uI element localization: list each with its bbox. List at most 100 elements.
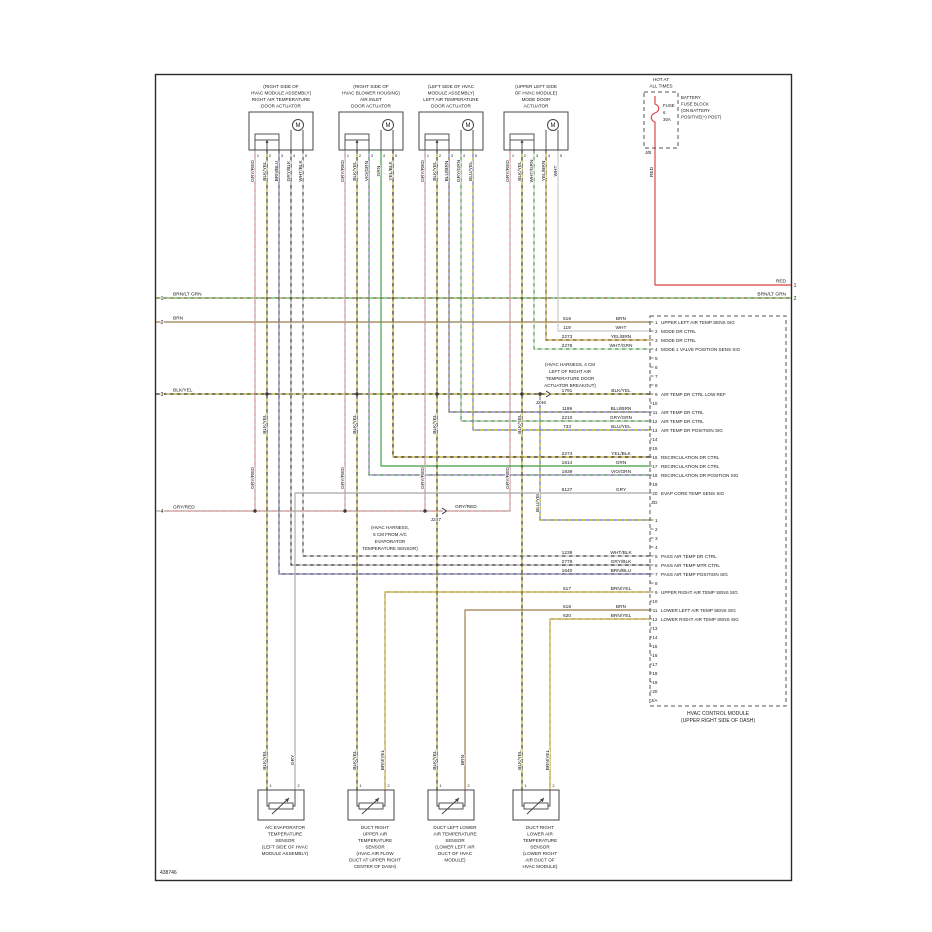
thermistor-arrowhead xyxy=(455,798,459,803)
connector-note: ACTUATOR BREAKOUT) xyxy=(544,383,596,388)
wire-color-label: BLU/YEL xyxy=(535,492,541,512)
wire-color-label: GRY/RED xyxy=(340,160,346,182)
pin-number: 19 xyxy=(652,680,658,685)
component-label: HVAC BLOWER HOUSING) xyxy=(342,91,400,96)
wire-color-label: BLU/YEL xyxy=(611,424,631,430)
motor-m-label: M xyxy=(296,123,301,129)
signal-label: MODE 1 VALVE POSITION SENS SIG xyxy=(661,347,741,352)
connector-gap xyxy=(442,508,448,514)
pin-number: 7 xyxy=(655,374,658,379)
page-link-number: 1 xyxy=(161,296,164,302)
wire-color-label: GRY/RED xyxy=(173,505,195,511)
wire-brn-yel-stripe xyxy=(549,618,650,790)
lead xyxy=(436,790,439,807)
pin-number: 5 xyxy=(655,554,658,559)
signal-label: RECIRCULATION DR CTRL xyxy=(661,455,720,460)
pin-number: 17 xyxy=(652,662,658,667)
wire-color-label: BLK/YEL xyxy=(432,414,438,434)
pin-number: 1 xyxy=(359,783,362,788)
pin-number: 1 xyxy=(655,320,658,325)
signal-label: LOWER RIGHT AIR TEMP SENS SIG xyxy=(661,617,739,622)
component-label: HVAC MODULE) xyxy=(523,864,558,869)
fuse-label: FUSE xyxy=(663,103,675,108)
component-label: SENSOR xyxy=(530,845,550,850)
component-label: A/C EVAPORATOR xyxy=(265,825,306,830)
battery-fuse-block-box xyxy=(643,91,679,149)
wire-color-label: BRN xyxy=(460,754,466,765)
connector-note: (HVAC HARNESS, 4 CM xyxy=(545,362,595,367)
wire-color-label: BRN/BLU xyxy=(274,160,280,181)
pin-number: 2 xyxy=(269,153,272,158)
circuit-number: 2278 xyxy=(562,343,573,349)
wire-color-label: BRN/LT GRN xyxy=(757,292,786,298)
figure-number: 438746 xyxy=(160,870,177,876)
connector-gap xyxy=(546,391,552,397)
signal-label: PASS AIR TEMP POSITION SIG xyxy=(661,572,728,577)
wire-brn-yel-stripe xyxy=(384,591,650,790)
wire-color-label: BLK/YEL xyxy=(432,161,438,181)
component-label: (UPPER LEFT SIDE xyxy=(515,84,557,89)
component-label: TEMPERATURE xyxy=(268,832,302,837)
wire-yel-brn-stripe xyxy=(545,150,650,341)
thermistor-icon xyxy=(268,802,294,810)
wire-color-label: GRY/RED xyxy=(340,467,346,489)
wire-color-label: GRY/RED xyxy=(420,160,426,182)
signal-label: EVAP CORE TEMP SENS SIG xyxy=(661,491,725,496)
component-label: DUCT OF HVAC xyxy=(438,851,473,856)
wire-color-label: RED xyxy=(776,279,787,285)
wire-color-label: BLK/YEL xyxy=(352,161,358,181)
circuit-number: 2778 xyxy=(562,559,573,565)
wire-color-label: WHT xyxy=(616,325,627,331)
connector-tag: J/A xyxy=(651,698,659,703)
connector-tag: J/B xyxy=(645,150,651,155)
pin-number: 1 xyxy=(655,518,658,523)
circuit-number: 2273 xyxy=(562,334,573,340)
pin-number: 16 xyxy=(652,653,658,658)
pin-number: 3 xyxy=(655,338,658,343)
page-link-number: 4 xyxy=(161,509,164,515)
wire-j246-branch-stripe xyxy=(539,394,650,521)
circuit-number: 1238 xyxy=(562,550,573,556)
pin-number: 18 xyxy=(652,473,658,478)
wire-color-label: GRY/BLK xyxy=(286,160,292,182)
wiper-arrow-icon xyxy=(265,139,269,143)
wire-vio-grn-stripe xyxy=(368,150,650,476)
pin-number: 20 xyxy=(652,689,658,694)
wire-wht-blk-stripe xyxy=(302,150,650,557)
component-label: TEMPERATURE xyxy=(358,838,392,843)
junction-dot xyxy=(253,509,257,513)
pin-number: 11 xyxy=(653,410,658,415)
wire-grn xyxy=(380,150,650,467)
pin-number: 8 xyxy=(655,383,658,388)
circuit-number: 6127 xyxy=(562,487,573,493)
junction-dot xyxy=(265,392,269,396)
component-label: (ON BATTERY xyxy=(681,108,710,113)
component-label: HVAC CONTROL MODULE xyxy=(687,711,750,717)
pin-number: 4 xyxy=(463,153,466,158)
wire-color-label: BLK/YEL xyxy=(352,414,358,434)
hot-at-all-times-label: HOT AT xyxy=(653,77,669,82)
junction-dot xyxy=(435,392,439,396)
pin-number: 12 xyxy=(652,617,658,622)
component-label: DUCT LEFT LOWER xyxy=(433,825,477,830)
component-label: CENTER OF DASH) xyxy=(354,864,397,869)
wire-color-label: WHT/BLK xyxy=(298,160,304,182)
component-label: ACTUATOR xyxy=(524,104,550,109)
signal-label: UPPER RIGHT AIR TEMP SENS SIG xyxy=(661,590,738,595)
inline-connector-icon xyxy=(545,390,552,398)
fuse-label: 6 xyxy=(663,110,666,115)
signal-label: LOWER LEFT AIR TEMP SENS SIG xyxy=(661,608,736,613)
pin-number: 20 xyxy=(652,491,658,496)
wiper-arrow-icon xyxy=(355,139,359,143)
pin-number: 3 xyxy=(371,153,374,158)
pin-number: 17 xyxy=(652,464,658,469)
wire-color-label: GRY/RED xyxy=(505,160,511,182)
pin-number: 15 xyxy=(652,446,658,451)
wire-color-label: GRY xyxy=(290,754,296,765)
wire-color-label: GRY/RED xyxy=(250,467,256,489)
wire-color-label: GRN xyxy=(376,165,382,176)
component-label: DOOR ACTUATOR xyxy=(351,104,391,109)
connector-note: LEFT OF RIGHT AIR xyxy=(549,369,592,374)
